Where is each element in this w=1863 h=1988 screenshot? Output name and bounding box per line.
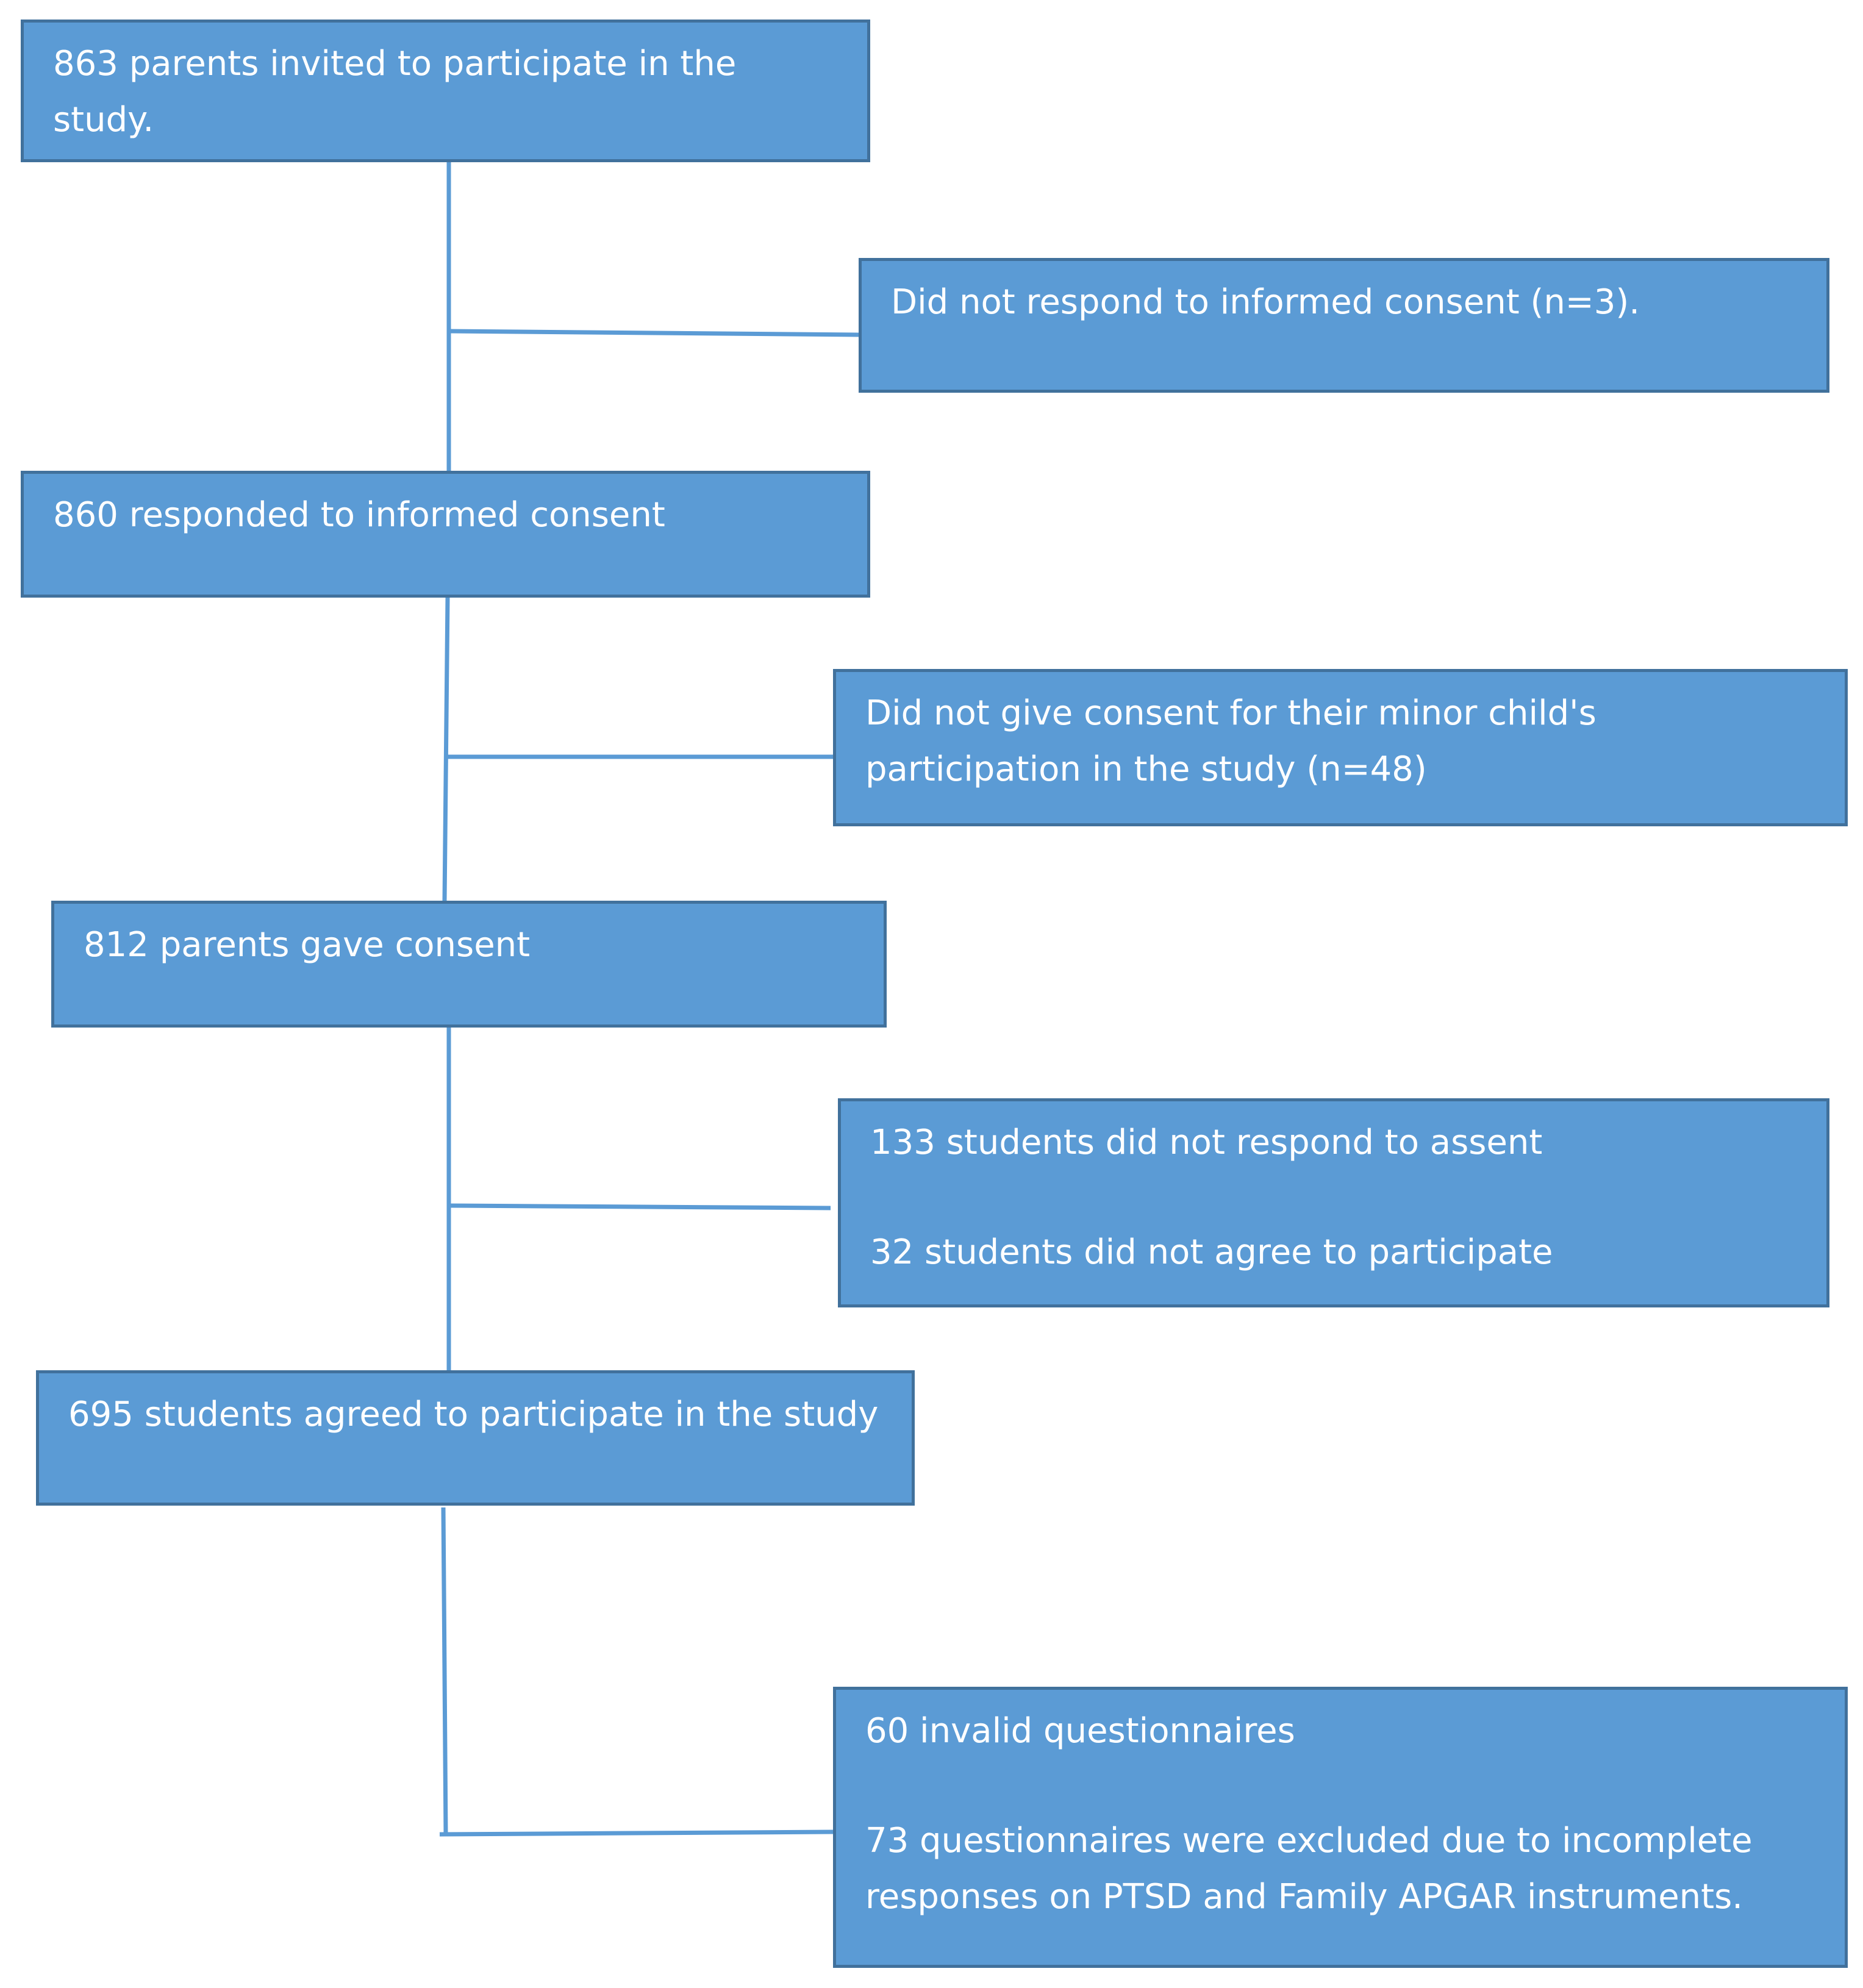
exclusion-text-incomplete: 73 questionnaires were excluded due to i… [865, 1821, 1753, 1917]
exclusion-box-no-consent: Did not give consent for their minor chi… [833, 669, 1848, 826]
connector-main-2 [442, 597, 450, 901]
exclusion-text-no-response: Did not respond to informed consent (n=3… [891, 282, 1640, 322]
step-box-students-agreed: 695 students agreed to participate in th… [36, 1370, 915, 1506]
exclusion-text-no-consent: Did not give consent for their minor chi… [865, 693, 1597, 789]
step-box-responded: 860 responded to informed consent [21, 471, 870, 598]
exclusion-box-assent: 133 students did not respond to assent 3… [838, 1098, 1829, 1307]
exclusion-text-invalid: 60 invalid questionnaires [865, 1711, 1295, 1751]
step-box-invited: 863 parents invited to participate in th… [21, 20, 870, 162]
step-box-consent-given: 812 parents gave consent [51, 901, 887, 1028]
exclusion-box-questionnaires: 60 invalid questionnaires 73 questionnai… [833, 1687, 1848, 1968]
connector-branch-1 [448, 329, 859, 337]
connector-main-4 [441, 1507, 448, 1836]
step-text-consent-given: 812 parents gave consent [84, 925, 531, 965]
step-text-students-agreed: 695 students agreed to participate in th… [68, 1395, 879, 1434]
step-text-responded: 860 responded to informed consent [53, 495, 665, 535]
exclusion-text-no-assent: 133 students did not respond to assent [870, 1123, 1543, 1162]
exclusion-text-declined: 32 students did not agree to participate [870, 1232, 1553, 1272]
connector-branch-4 [439, 1829, 834, 1837]
exclusion-box-no-response: Did not respond to informed consent (n=3… [859, 258, 1829, 393]
step-text-invited: 863 parents invited to participate in th… [53, 44, 737, 140]
connector-branch-3 [448, 1203, 831, 1210]
